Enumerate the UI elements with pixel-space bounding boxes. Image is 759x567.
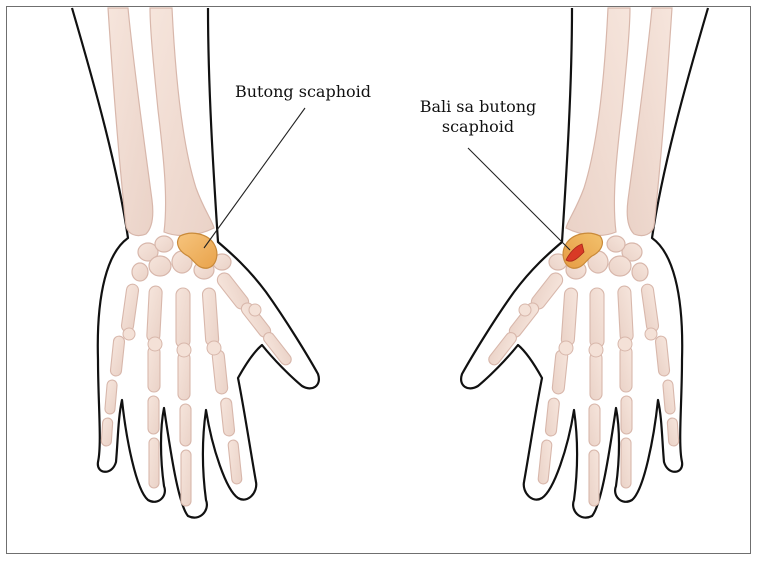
scaphoid-label: Butong scaphoid	[218, 82, 388, 102]
fracture-label-line1: Bali sa butong	[398, 97, 558, 117]
fracture-label: Bali sa butong scaphoid	[398, 97, 558, 137]
fracture-label-line2: scaphoid	[398, 117, 558, 137]
